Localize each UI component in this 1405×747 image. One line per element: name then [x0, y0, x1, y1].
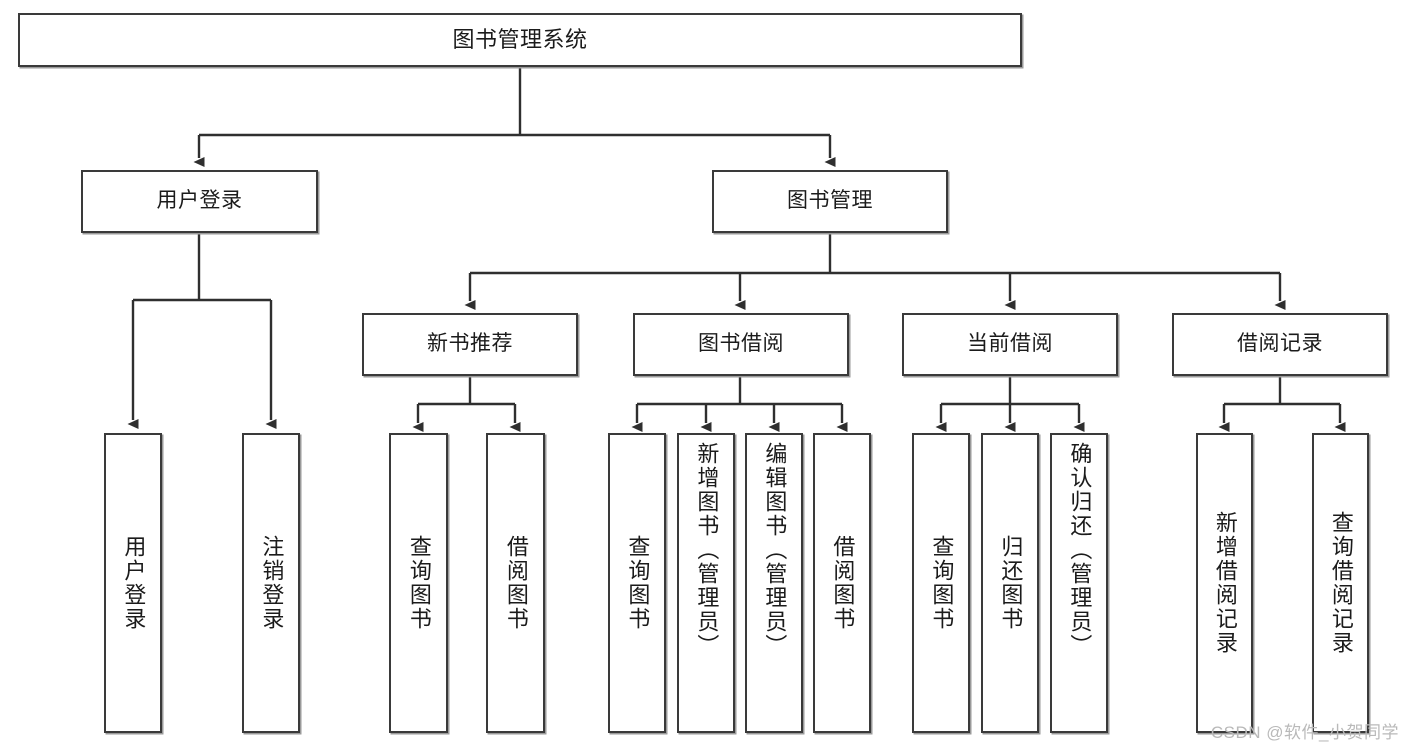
node-leaf-return-book[interactable]: 归还图书	[981, 433, 1039, 733]
node-label: 新增图书（管理员）	[694, 442, 720, 658]
node-label: 编辑图书（管理员）	[762, 442, 788, 658]
node-label: 用户登录	[121, 535, 147, 631]
node-label: 图书管理系统	[452, 27, 588, 53]
node-label: 确认归还（管理员）	[1067, 442, 1093, 658]
node-borrow-record[interactable]: 借阅记录	[1172, 313, 1388, 376]
node-label: 图书管理	[787, 189, 873, 213]
node-leaf-add-borrow-record[interactable]: 新增借阅记录	[1196, 433, 1253, 733]
node-label: 借阅图书	[830, 535, 856, 631]
node-label: 新增借阅记录	[1212, 511, 1238, 655]
node-new-book-recommend[interactable]: 新书推荐	[362, 313, 578, 376]
node-root-book-management-system[interactable]: 图书管理系统	[18, 13, 1022, 67]
node-label: 查询借阅记录	[1328, 511, 1354, 655]
node-label: 用户登录	[156, 189, 243, 213]
node-book-borrow[interactable]: 图书借阅	[633, 313, 849, 376]
node-leaf-query-borrow-record[interactable]: 查询借阅记录	[1312, 433, 1369, 733]
node-label: 查询图书	[625, 535, 651, 631]
node-leaf-borrow-book-recommend[interactable]: 借阅图书	[486, 433, 545, 733]
node-label: 归还图书	[998, 535, 1024, 631]
node-leaf-add-book[interactable]: 新增图书（管理员）	[677, 433, 735, 733]
node-current-borrow[interactable]: 当前借阅	[902, 313, 1118, 376]
node-label: 图书借阅	[698, 332, 784, 356]
csdn-watermark: CSDN @软件_小贺同学	[1210, 723, 1399, 742]
node-label: 借阅记录	[1237, 332, 1323, 356]
node-label: 查询图书	[406, 535, 432, 631]
node-label: 新书推荐	[427, 332, 513, 356]
node-user-login[interactable]: 用户登录	[81, 170, 318, 233]
node-leaf-query-book-current[interactable]: 查询图书	[912, 433, 970, 733]
node-leaf-edit-book[interactable]: 编辑图书（管理员）	[745, 433, 803, 733]
node-leaf-query-book-recommend[interactable]: 查询图书	[389, 433, 448, 733]
node-label: 注销登录	[259, 535, 285, 631]
node-leaf-borrow-book[interactable]: 借阅图书	[813, 433, 871, 733]
node-leaf-query-book-borrow[interactable]: 查询图书	[608, 433, 666, 733]
node-book-management[interactable]: 图书管理	[712, 170, 948, 233]
node-leaf-user-login[interactable]: 用户登录	[104, 433, 162, 733]
node-label: 查询图书	[929, 535, 955, 631]
node-label: 借阅图书	[503, 535, 529, 631]
node-label: 当前借阅	[967, 332, 1053, 356]
node-leaf-confirm-return[interactable]: 确认归还（管理员）	[1050, 433, 1108, 733]
node-leaf-logout-login[interactable]: 注销登录	[242, 433, 300, 733]
